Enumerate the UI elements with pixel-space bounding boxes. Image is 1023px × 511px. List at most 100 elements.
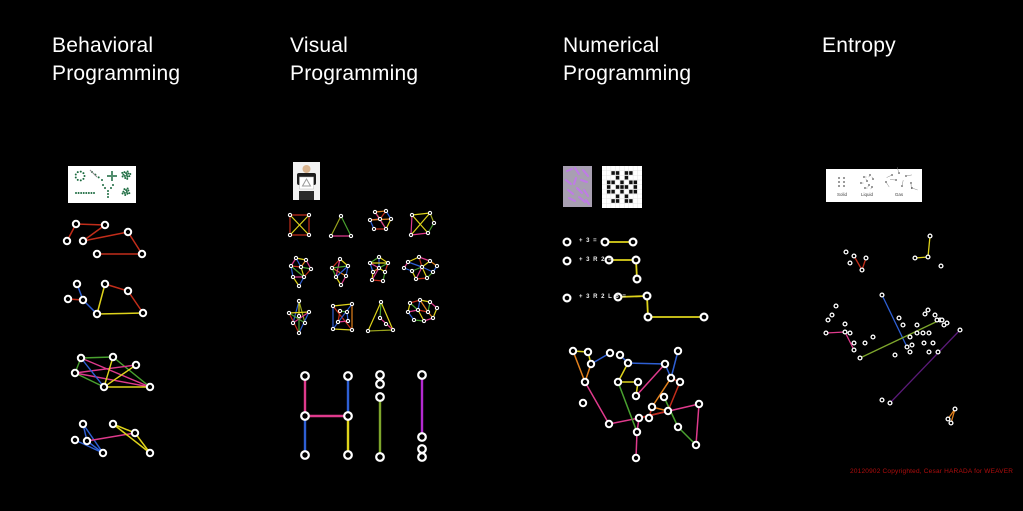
graph-node (306, 232, 312, 238)
grid-cell (606, 185, 611, 189)
graph-node (663, 406, 673, 416)
squiggle (580, 179, 588, 183)
graph-edge (635, 363, 666, 397)
graph-node (145, 448, 155, 458)
graph-node (430, 315, 436, 321)
thumb-dot (87, 192, 90, 194)
graph-edge (96, 283, 106, 315)
thumb-dot (82, 177, 85, 180)
grid-cell (629, 180, 633, 185)
grid-cell (624, 175, 629, 180)
particle-tail (868, 174, 871, 178)
thumb-dot (126, 177, 129, 180)
graph-node (72, 279, 82, 289)
graph-node (78, 419, 88, 429)
graph-node (78, 236, 88, 246)
graph-vp-mini-4 (408, 210, 437, 238)
particle-tail (905, 174, 912, 177)
person-head (302, 165, 311, 173)
graph-edge (419, 299, 429, 313)
graph-node (375, 392, 385, 402)
graph-vp-mini-9 (286, 298, 312, 336)
graph-edge (881, 294, 908, 348)
state-label-liquid: Liquid (860, 192, 874, 197)
graph-node (343, 450, 353, 460)
graph-node (335, 319, 341, 325)
graph-edge (407, 261, 423, 268)
squiggle (582, 169, 589, 177)
column-header-numerical: Numerical Programming (563, 34, 692, 85)
grid-cell (629, 189, 633, 194)
graph-node (914, 322, 920, 328)
graph-node (296, 283, 302, 289)
thumb-dot (125, 172, 128, 175)
graph-node (842, 321, 848, 327)
graph-node (70, 368, 80, 378)
graph-node (408, 232, 414, 238)
thumb-dot (82, 172, 85, 175)
thumb-dot (126, 170, 129, 173)
graph-edge (853, 255, 863, 271)
graph-vp-letter-i2 (417, 370, 427, 462)
graph-node (642, 291, 652, 301)
particle-tail (885, 181, 890, 188)
grid-cell (611, 199, 615, 203)
graph-np-row-1 (562, 237, 638, 247)
graph-edge (367, 301, 382, 332)
thumb-dot (85, 192, 88, 194)
particle-tail (886, 174, 893, 178)
thumb-dot (125, 174, 128, 176)
particle-tail (870, 186, 873, 190)
grid-cell (615, 171, 620, 175)
graph-node (367, 260, 373, 266)
graph-node (427, 258, 433, 264)
graph-node (71, 219, 81, 229)
graph-node (586, 359, 596, 369)
graph-edge (332, 305, 353, 331)
graph-node (131, 360, 141, 370)
graph-node (666, 373, 676, 383)
graph-node (921, 340, 927, 346)
graph-edge (82, 224, 106, 242)
graph-node (562, 293, 572, 303)
graph-vp-letter-i1 (375, 370, 385, 462)
graph-edge (292, 300, 300, 324)
thumb-dot (107, 196, 109, 198)
graph-node (643, 312, 653, 322)
graph-node (907, 349, 913, 355)
squiggle (565, 179, 572, 185)
grid-cell (620, 185, 624, 189)
particle-tail (896, 167, 900, 174)
grid-cell (606, 189, 611, 194)
thumb-dot (112, 184, 114, 186)
graph-edge (112, 356, 151, 388)
graph-node (847, 260, 853, 266)
thumb-dot (111, 177, 113, 179)
grid-cell (611, 171, 615, 175)
graph-node (415, 307, 421, 313)
graph-edge (340, 215, 352, 237)
thumb-dot (121, 171, 124, 174)
graph-edge (96, 312, 144, 315)
graph-node (823, 330, 829, 336)
graph-edge (410, 232, 429, 236)
graph-node (409, 212, 415, 218)
thumb-dot (123, 188, 126, 191)
graph-node (430, 269, 436, 275)
graph-edge (74, 372, 151, 388)
grid-cell (615, 199, 620, 203)
graph-node (345, 318, 351, 324)
graph-node (82, 436, 92, 446)
graph-vp-mini-6 (329, 256, 351, 288)
graph-node (377, 216, 383, 222)
graph-edge (638, 410, 669, 419)
graph-node (338, 282, 344, 288)
triangle-drawing (301, 177, 312, 187)
graph-edge (82, 231, 129, 242)
graph-node (286, 310, 292, 316)
graph-node (330, 303, 336, 309)
graph-node (390, 327, 396, 333)
thumb-dot (77, 192, 80, 194)
graph-edge (330, 215, 342, 237)
